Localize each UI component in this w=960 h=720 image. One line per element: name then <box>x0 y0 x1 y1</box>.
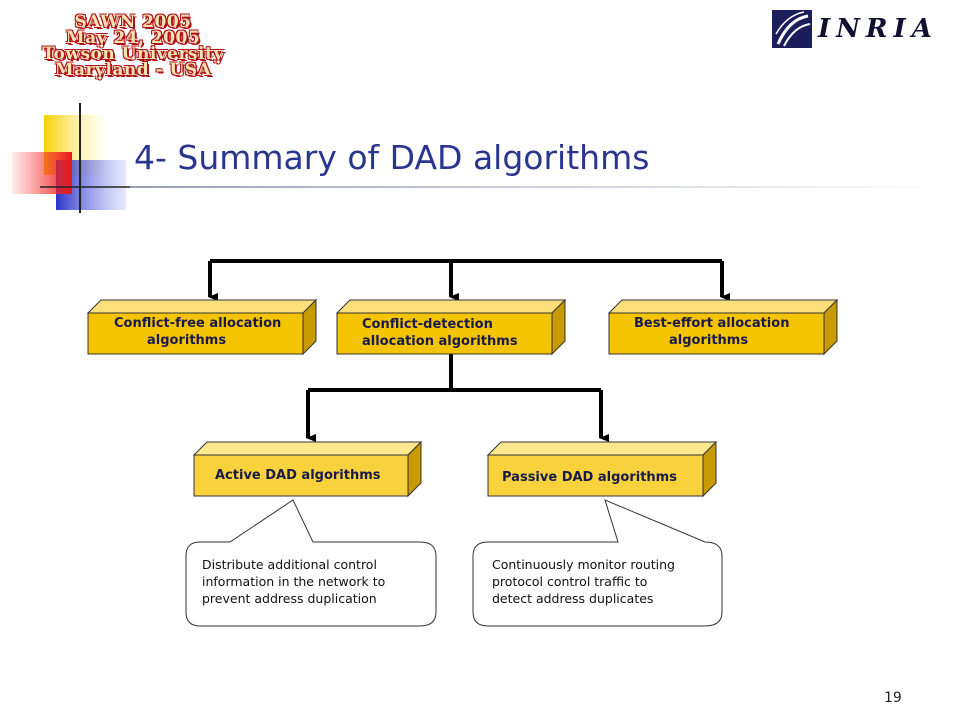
best-effort-label: Best-effort allocation algorithms <box>634 315 789 349</box>
title-underline <box>130 186 950 188</box>
conflict-free-label-line2: algorithms <box>147 333 227 348</box>
passive-dad-label: Passive DAD algorithms <box>502 470 677 485</box>
conflict-detection-label-line1: Conflict-detection <box>362 317 493 332</box>
conference-banner: SAWN 2005 May 24, 2005 Towson University… <box>28 12 238 80</box>
passive-dad-description-line2: protocol control traffic to <box>492 574 648 589</box>
slide-title: 4- Summary of DAD algorithms <box>134 138 650 177</box>
inria-logo: INRIA <box>770 6 940 52</box>
inria-emblem-icon <box>772 10 812 48</box>
conference-date: May 24, 2005 <box>65 28 201 48</box>
conflict-free-label-line1: Conflict-free allocation <box>114 316 282 331</box>
conflict-free-label: Conflict-free allocation algorithms <box>114 315 281 349</box>
callout-passive <box>472 499 723 627</box>
conflict-detection-label: Conflict-detection allocation algorithms <box>362 316 518 350</box>
active-dad-label: Active DAD algorithms <box>215 468 381 483</box>
passive-dad-description-line3: detect address duplicates <box>492 591 654 606</box>
conference-name: SAWN 2005 <box>74 12 192 32</box>
box-conflict-detection <box>335 298 567 356</box>
logo-wordmark: INRIA <box>818 14 938 44</box>
box-active-dad <box>192 440 423 498</box>
active-dad-description: Distribute additional control informatio… <box>202 556 385 607</box>
best-effort-label-line1: Best-effort allocation <box>634 316 790 331</box>
page-number: 19 <box>884 690 902 706</box>
best-effort-label-line2: algorithms <box>669 333 749 348</box>
active-dad-description-line3: prevent address duplication <box>202 591 377 606</box>
passive-dad-description-line1: Continuously monitor routing <box>492 557 675 572</box>
box-best-effort <box>607 298 839 356</box>
passive-dad-description: Continuously monitor routing protocol co… <box>492 556 675 607</box>
conflict-detection-label-line2: allocation algorithms <box>362 334 518 349</box>
decorative-squares <box>12 103 140 213</box>
active-dad-description-line1: Distribute additional control <box>202 557 377 572</box>
active-dad-description-line2: information in the network to <box>202 574 386 589</box>
top-connector <box>208 259 730 301</box>
callout-active <box>185 499 437 627</box>
box-conflict-free <box>86 298 318 356</box>
sub-connector <box>306 354 609 442</box>
conference-venue: Towson University <box>42 44 224 64</box>
conference-location: Maryland - USA <box>54 60 212 80</box>
box-passive-dad <box>486 440 718 498</box>
